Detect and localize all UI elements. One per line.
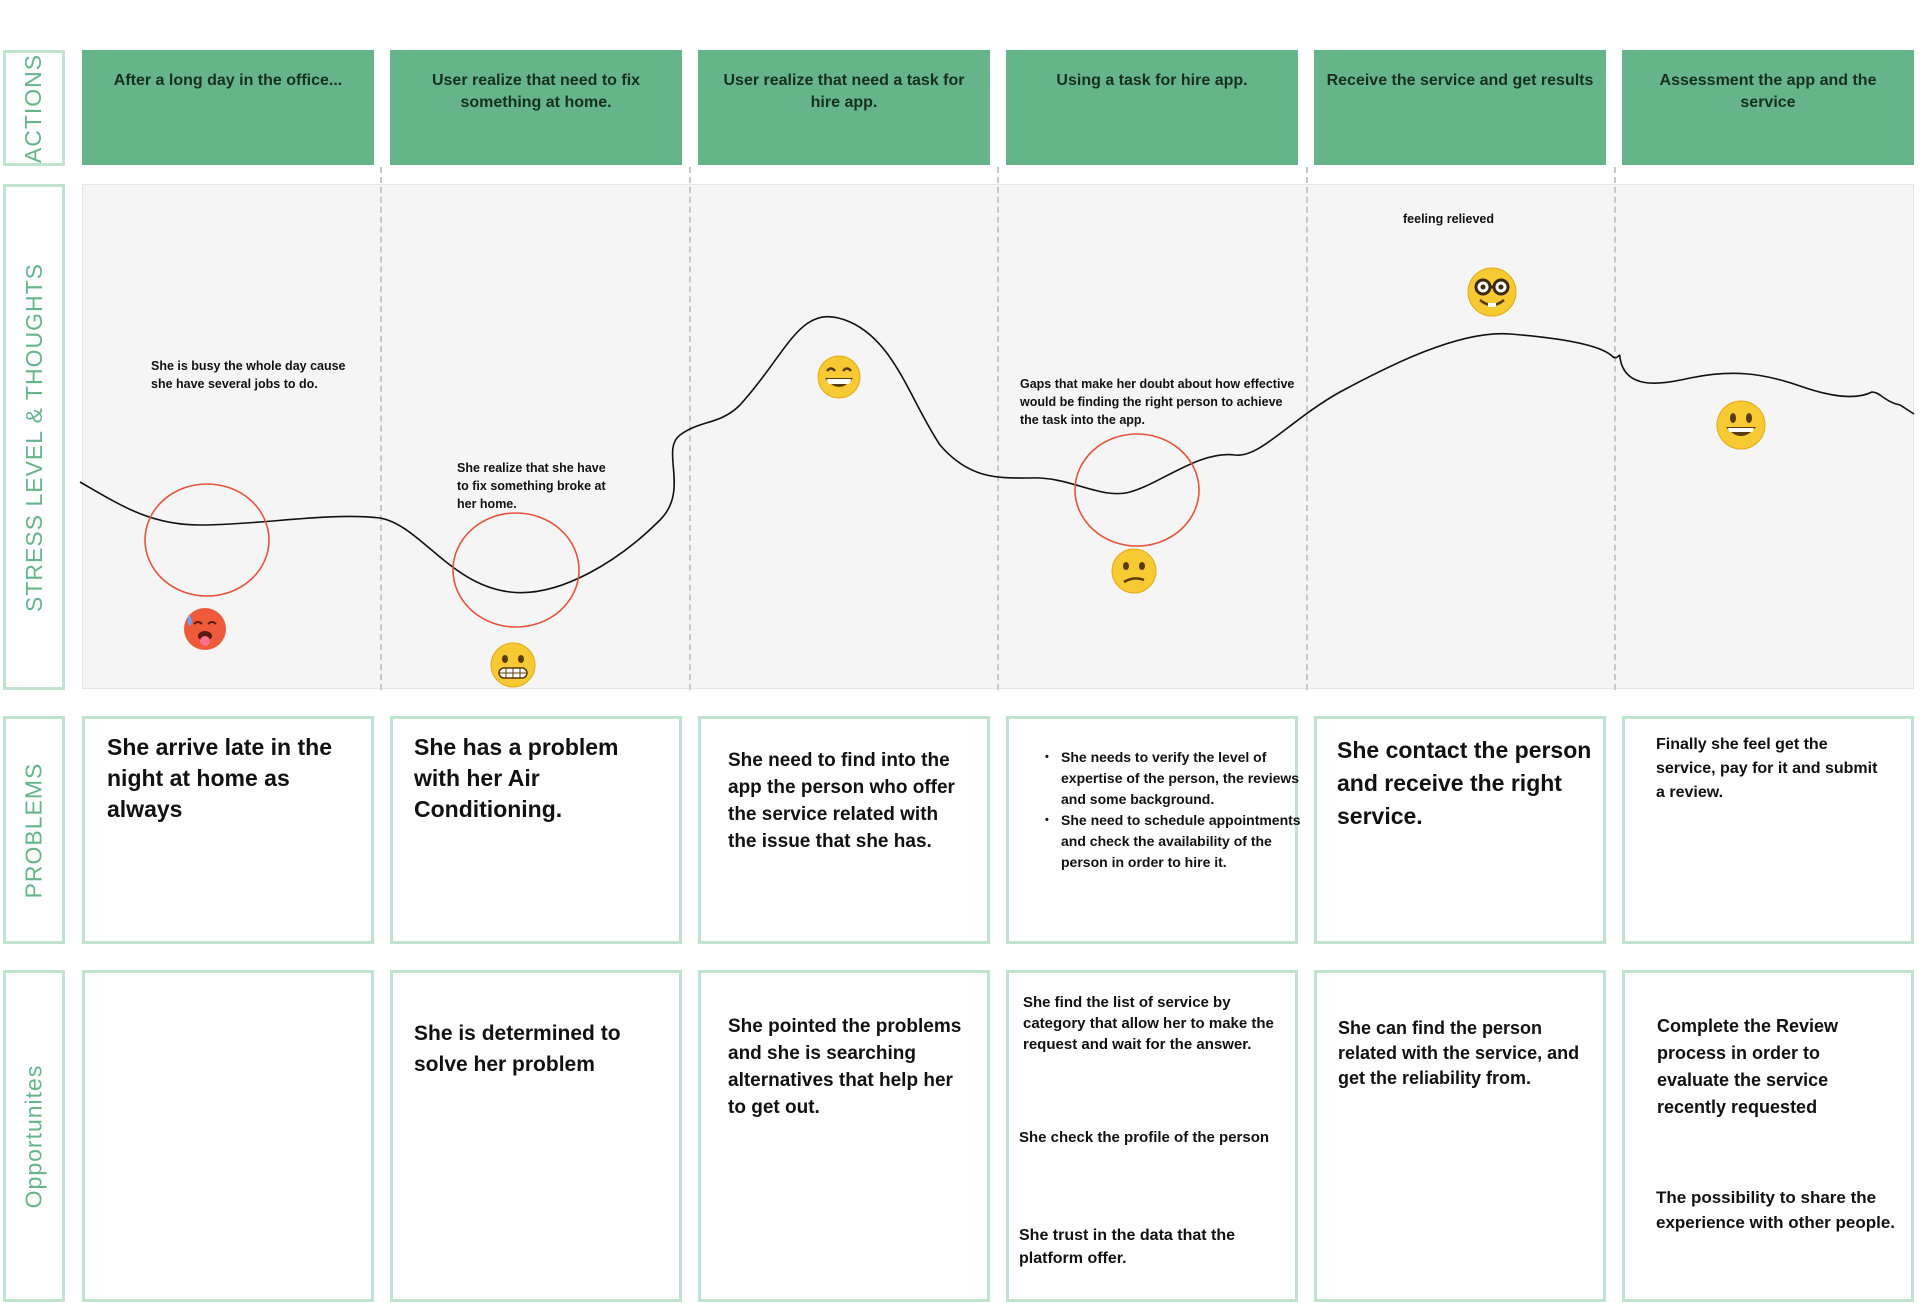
problem-text-2: She has a problem with her Air Condition… bbox=[414, 734, 619, 822]
action-text-5: Receive the service and get results bbox=[1326, 72, 1594, 89]
row-label-stress: STRESS LEVEL & THOUGHTS bbox=[3, 184, 65, 690]
opportunity-card-6: Complete the Review process in order to … bbox=[1622, 970, 1914, 1302]
thought-note-3: Gaps that make her doubt about how effec… bbox=[1020, 377, 1295, 427]
opportunity-text-2: She is determined to solve her problem bbox=[414, 1022, 621, 1076]
opportunity-text-4a: She find the list of service by category… bbox=[1023, 994, 1274, 1053]
row-label-actions-text: ACTIONS bbox=[20, 53, 47, 163]
problem-bullet: She need to schedule appointments and ch… bbox=[1045, 810, 1301, 873]
row-label-opportunities: Opportunites bbox=[3, 970, 65, 1302]
thought-note-4: feeling relieved bbox=[1403, 212, 1495, 226]
opportunity-text-5: She can find the person related with the… bbox=[1338, 1018, 1580, 1088]
row-label-opportunities-text: Opportunites bbox=[20, 1064, 47, 1208]
problem-text-5: She contact the person and receive the r… bbox=[1337, 737, 1592, 829]
problem-card-2: She has a problem with her Air Condition… bbox=[390, 716, 682, 944]
action-text-3: User realize that need a task for hire a… bbox=[723, 72, 965, 111]
nerd-face-icon bbox=[1467, 267, 1517, 317]
problem-card-4: She needs to verify the level of experti… bbox=[1006, 716, 1301, 944]
opportunity-text-6a: Complete the Review process in order to … bbox=[1657, 1016, 1839, 1117]
stage-divider bbox=[1306, 167, 1308, 690]
confused-face-icon bbox=[1111, 548, 1157, 594]
action-card-2: User realize that need to fix something … bbox=[390, 50, 682, 165]
thought-note-2: She realize that she have to fix somethi… bbox=[457, 461, 606, 511]
action-text-6: Assessment the app and the service bbox=[1659, 72, 1877, 111]
opportunity-card-1 bbox=[82, 970, 374, 1302]
row-label-problems: PROBLEMS bbox=[3, 716, 65, 944]
action-text-4: Using a task for hire app. bbox=[1056, 72, 1248, 89]
problem-list-4: She needs to verify the level of experti… bbox=[1045, 747, 1301, 873]
row-label-actions: ACTIONS bbox=[3, 50, 65, 166]
problem-text-1: She arrive late in the night at home as … bbox=[107, 734, 332, 822]
smiling-face-icon bbox=[1716, 400, 1766, 450]
stage-divider bbox=[997, 167, 999, 690]
row-label-stress-text: STRESS LEVEL & THOUGHTS bbox=[20, 262, 47, 612]
problem-text-6: Finally she feel get the service, pay fo… bbox=[1656, 736, 1878, 801]
opportunity-text-4c: She trust in the data that the platform … bbox=[1019, 1227, 1236, 1267]
action-card-5: Receive the service and get results bbox=[1314, 50, 1606, 165]
opportunity-text-6b: The possibility to share the experience … bbox=[1656, 1188, 1896, 1232]
hot-sweating-face-icon bbox=[184, 608, 226, 650]
problem-text-3: She need to find into the app the person… bbox=[728, 750, 955, 852]
thought-note-1: She is busy the whole day cause she have… bbox=[151, 359, 346, 391]
action-card-1: After a long day in the office... bbox=[82, 50, 374, 165]
action-card-6: Assessment the app and the service bbox=[1622, 50, 1914, 165]
action-card-3: User realize that need a task for hire a… bbox=[698, 50, 990, 165]
problem-card-5: She contact the person and receive the r… bbox=[1314, 716, 1606, 944]
problem-bullet: She needs to verify the level of experti… bbox=[1045, 747, 1301, 810]
stage-divider bbox=[380, 167, 382, 690]
stage-divider bbox=[1614, 167, 1616, 690]
row-label-problems-text: PROBLEMS bbox=[20, 762, 47, 898]
opportunity-card-3: She pointed the problems and she is sear… bbox=[698, 970, 990, 1302]
action-text-1: After a long day in the office... bbox=[113, 72, 343, 89]
opportunity-card-4: She find the list of service by category… bbox=[1006, 970, 1298, 1302]
problem-card-3: She need to find into the app the person… bbox=[698, 716, 990, 944]
problem-card-1: She arrive late in the night at home as … bbox=[82, 716, 374, 944]
grinning-face-icon bbox=[817, 355, 861, 399]
opportunity-card-2: She is determined to solve her problem bbox=[390, 970, 682, 1302]
problem-card-6: Finally she feel get the service, pay fo… bbox=[1622, 716, 1914, 944]
opportunity-card-5: She can find the person related with the… bbox=[1314, 970, 1606, 1302]
stage-divider bbox=[689, 167, 691, 690]
action-text-2: User realize that need to fix something … bbox=[431, 72, 641, 111]
opportunity-text-4b: She check the profile of the person bbox=[1019, 1129, 1270, 1146]
grimacing-face-icon bbox=[490, 642, 536, 688]
action-card-4: Using a task for hire app. bbox=[1006, 50, 1298, 165]
opportunity-text-3: She pointed the problems and she is sear… bbox=[728, 1016, 962, 1118]
